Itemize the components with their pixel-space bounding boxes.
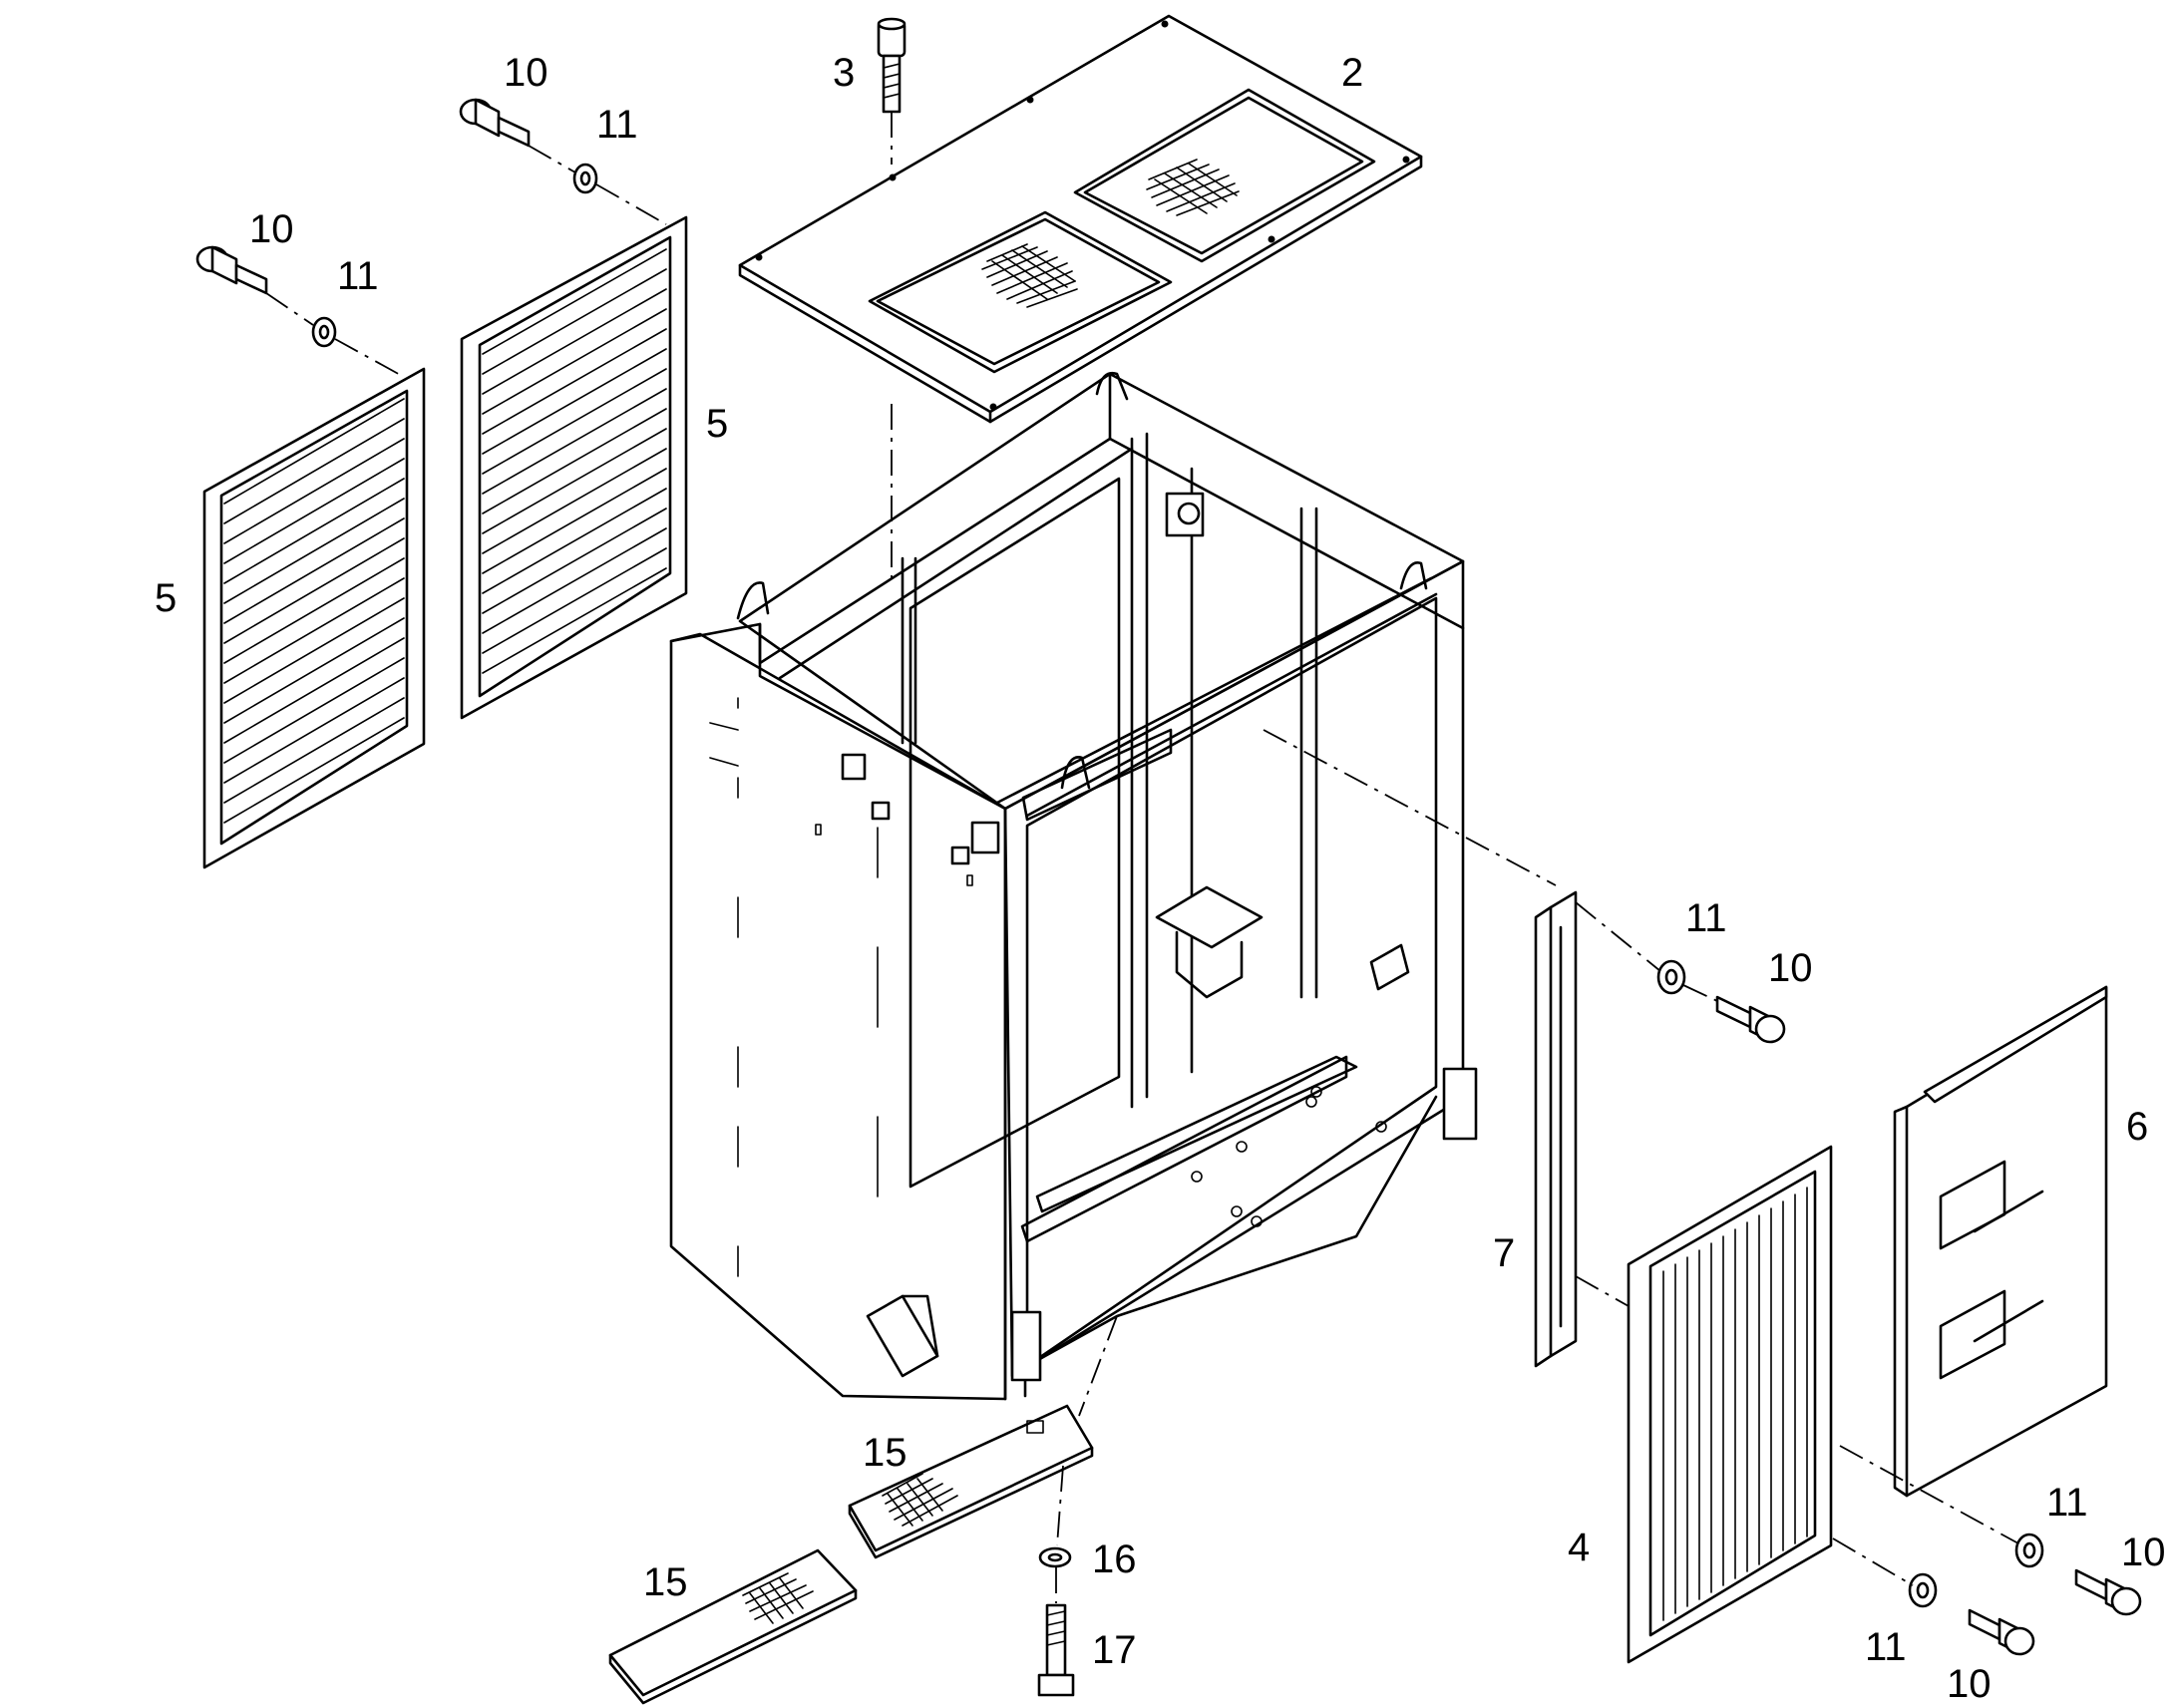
washer-lower-right-a xyxy=(2014,1533,2044,1568)
callout-11: 11 xyxy=(1685,896,1727,940)
washer-bottom xyxy=(1038,1546,1072,1568)
washer-upper-left-b xyxy=(311,316,337,348)
callout-16: 16 xyxy=(1092,1537,1137,1581)
enclosure-frame xyxy=(669,371,1478,1401)
screw-right-middle xyxy=(1715,995,1786,1044)
callout-2: 2 xyxy=(1341,51,1363,95)
callout-6: 6 xyxy=(2126,1105,2148,1149)
bottom-vent-cover-b xyxy=(608,1548,858,1705)
callout-15: 15 xyxy=(643,1560,688,1604)
cover-vent-grid-b xyxy=(1146,159,1240,216)
louvre-slats-rear xyxy=(482,248,667,674)
callout-10: 10 xyxy=(249,207,294,251)
callout-labels: 3 2 10 11 10 11 5 5 11 10 6 7 4 11 10 11… xyxy=(155,51,2166,1706)
callout-11: 11 xyxy=(1865,1625,1907,1669)
screw-lower-right-b xyxy=(1968,1608,2035,1656)
callout-7: 7 xyxy=(1493,1231,1515,1275)
callout-11: 11 xyxy=(2046,1481,2088,1525)
washer-upper-left-a xyxy=(572,163,598,194)
bottom-vent-grid-b xyxy=(742,1572,814,1624)
socket-screw-top xyxy=(877,17,907,114)
washer-lower-right-b xyxy=(1908,1572,1938,1608)
top-cover-plate xyxy=(738,14,1423,424)
air-duct xyxy=(1893,985,2108,1498)
callout-10: 10 xyxy=(1947,1662,1992,1706)
screw-upper-left-a xyxy=(459,98,531,148)
callout-10: 10 xyxy=(504,51,548,95)
callout-11: 11 xyxy=(337,254,379,298)
louvre-panel-rear xyxy=(460,215,688,720)
bottom-vent-cover-a xyxy=(848,1404,1094,1559)
louvre-panel-front xyxy=(202,367,426,869)
side-rail xyxy=(1534,890,1578,1368)
callout-10: 10 xyxy=(1768,946,1813,990)
screw-lower-right-a xyxy=(2074,1568,2142,1616)
callout-5: 5 xyxy=(155,576,177,620)
callout-5: 5 xyxy=(706,402,728,446)
screw-upper-left-b xyxy=(195,245,268,295)
cover-vent-grid-a xyxy=(981,243,1078,308)
vent-slots-side xyxy=(1662,1187,1808,1621)
callout-4: 4 xyxy=(1568,1526,1590,1569)
washer-right-middle xyxy=(1656,959,1686,995)
louvre-slats-front xyxy=(223,398,405,824)
bolt-bottom xyxy=(1037,1603,1075,1697)
callout-10: 10 xyxy=(2121,1531,2166,1574)
callout-15: 15 xyxy=(863,1431,908,1475)
callout-3: 3 xyxy=(833,51,855,95)
callout-11: 11 xyxy=(596,103,638,147)
side-vent-panel xyxy=(1627,1145,1833,1664)
callout-17: 17 xyxy=(1092,1628,1137,1672)
bottom-vent-grid-a xyxy=(882,1473,958,1527)
leader-lines xyxy=(265,112,2019,1603)
